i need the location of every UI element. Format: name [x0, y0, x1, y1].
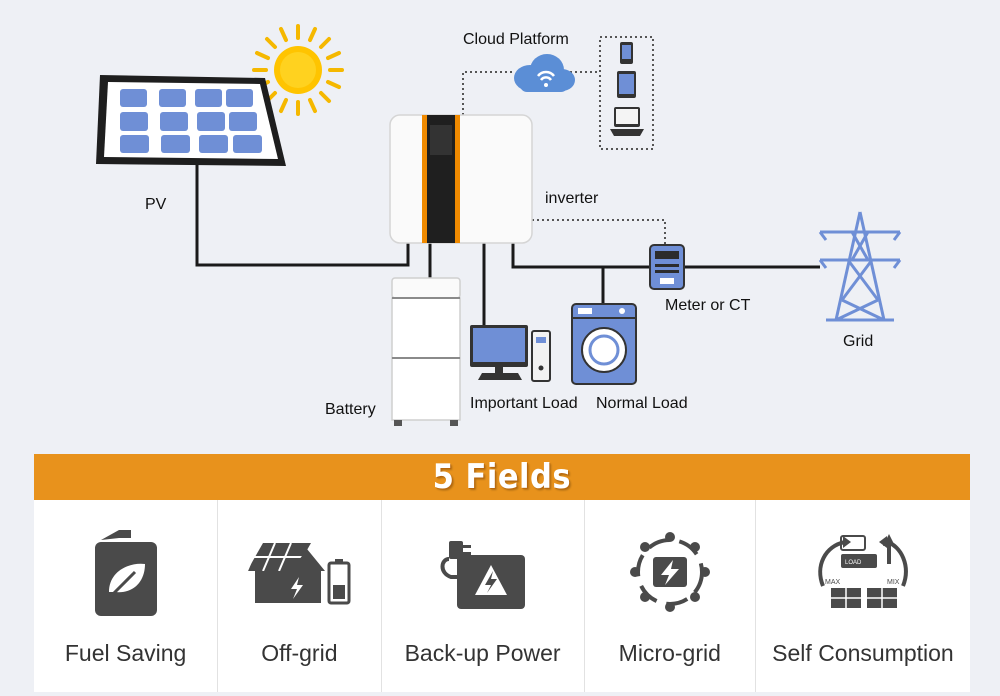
- desktop-computer-icon: [470, 325, 551, 382]
- max-text: MAX: [825, 579, 841, 586]
- fields-row: Fuel Saving Off-grid: [34, 500, 970, 692]
- grid-label: Grid: [843, 333, 874, 350]
- banner-title: 5 Fields: [432, 457, 572, 497]
- connected-devices: [599, 36, 654, 150]
- system-diagram: Cloud Platform PV inverter Meter or CT G…: [96, 24, 902, 426]
- battery-label: Battery: [325, 401, 376, 418]
- cloud-link: [462, 71, 515, 115]
- field-fuel-saving: Fuel Saving: [34, 500, 219, 692]
- field-backup-power: Back-up Power: [382, 500, 585, 692]
- solar-house-battery-icon: [245, 522, 353, 622]
- wiring: [195, 165, 820, 325]
- field-label: Micro-grid: [618, 640, 721, 666]
- diagram-graphics: [96, 24, 902, 426]
- field-label: Self Consumption: [772, 640, 954, 666]
- self-consumption-cycle-icon: LOAD MAX MIX: [811, 522, 915, 622]
- fuel-can-leaf-icon: [91, 522, 161, 622]
- load-text: LOAD: [845, 560, 862, 566]
- power-tower-icon: [818, 211, 902, 322]
- washing-machine-icon: [571, 303, 637, 385]
- mix-text: MIX: [887, 579, 900, 586]
- field-label: Fuel Saving: [64, 640, 187, 666]
- meter-label: Meter or CT: [665, 297, 751, 314]
- solar-panel-icon: [96, 75, 286, 166]
- normal-load-label: Normal Load: [596, 395, 688, 412]
- important-load-label: Important Load: [470, 395, 578, 412]
- laptop-icon: [610, 107, 644, 136]
- sun-icon: [252, 24, 344, 116]
- battery-stack-icon: [391, 277, 461, 426]
- inverter-label: inverter: [545, 190, 599, 207]
- field-off-grid: Off-grid: [218, 500, 382, 692]
- cloud-platform-label: Cloud Platform: [463, 31, 569, 48]
- meter-link: [532, 219, 666, 247]
- fields-banner: 5 Fields: [34, 454, 970, 500]
- microgrid-network-icon: [629, 522, 711, 622]
- pv-label: PV: [145, 196, 167, 213]
- meter-icon: [649, 244, 685, 290]
- field-micro-grid: Micro-grid: [585, 500, 756, 692]
- grid-wire: [511, 242, 820, 269]
- field-label: Off-grid: [261, 640, 338, 666]
- phone-icon: [620, 42, 633, 64]
- backup-power-plug-icon: [437, 522, 529, 622]
- field-label: Back-up Power: [404, 640, 561, 666]
- cloud-wifi-icon: [514, 54, 575, 92]
- pv-wire: [195, 165, 410, 267]
- tablet-icon: [617, 71, 636, 98]
- field-self-consumption: LOAD MAX MIX Self Consumption: [756, 500, 970, 692]
- inverter-icon: [389, 114, 533, 244]
